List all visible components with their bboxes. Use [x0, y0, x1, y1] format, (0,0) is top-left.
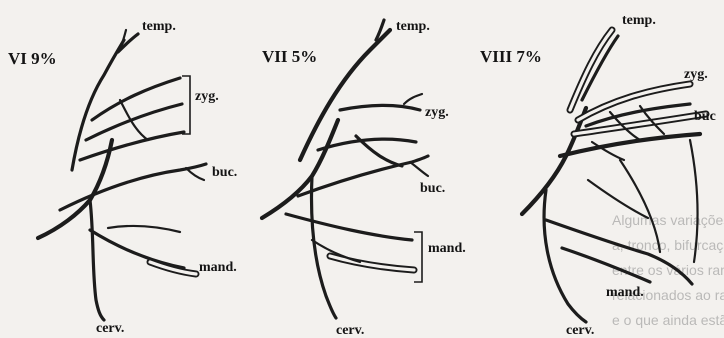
viii-zygomatic-hollow-outer: [578, 84, 690, 120]
bleed-line-1: Algumas variações anatômicas: [612, 212, 724, 228]
viii-cervical-branch: [544, 190, 586, 322]
vi-mandibular-branch: [90, 230, 184, 268]
viii-label-buccal: buc: [694, 109, 716, 124]
vii-mandibular-1: [286, 214, 412, 240]
bleed-line-5: e o que ainda estão a parte: [612, 312, 724, 328]
vi-zygomatic-1: [92, 78, 180, 120]
viii-label-cervical: cerv.: [566, 323, 594, 338]
vi-label-mandibular: mand.: [199, 260, 237, 275]
panel-vii-title: VII 5%: [262, 47, 317, 66]
viii-main-trunk: [522, 108, 586, 214]
panel-vi-title: VI 9%: [8, 49, 57, 68]
panel-vii: VII 5% temp. zyg. buc. mand. cerv.: [262, 19, 466, 338]
viii-label-zygomatic: zyg.: [684, 67, 708, 82]
vi-label-temporal: temp.: [142, 19, 176, 34]
vii-buccal-fork: [410, 162, 428, 176]
vii-label-buccal: buc.: [420, 181, 445, 196]
vii-main-trunk: [262, 120, 338, 218]
vii-mandibular-bracket: [414, 232, 422, 282]
vi-buccal-fork: [186, 168, 204, 180]
vi-label-zygomatic: zyg.: [195, 89, 219, 104]
vi-marginal-ramus: [108, 226, 180, 232]
panel-viii-title: VIII 7%: [480, 47, 542, 66]
bleed-through-text: Algumas variações anatômicas a, tronco, …: [612, 212, 724, 328]
vii-label-zygomatic: zyg.: [425, 105, 449, 120]
vii-label-mandibular: mand.: [428, 241, 466, 256]
vi-cervical-branch: [90, 200, 104, 320]
vii-label-temporal: temp.: [396, 19, 430, 34]
vii-zygomatic-fork: [404, 94, 422, 104]
panel-vi: VI 9% temp. zyg. buc.: [8, 19, 237, 336]
vii-zygomatic-1: [340, 106, 420, 111]
vi-label-cervical: cerv.: [96, 321, 124, 336]
panel-viii-nerve-tree: [522, 30, 706, 322]
vii-label-cervical: cerv.: [336, 323, 364, 338]
bleed-line-2: a, tronco, bifurcação, que embora: [612, 237, 724, 253]
viii-label-mandibular: mand.: [606, 285, 644, 300]
viii-label-temporal: temp.: [622, 13, 656, 28]
vi-label-buccal: buc.: [212, 165, 237, 180]
viii-buccal-lower: [560, 134, 700, 156]
vi-buccal-branch: [60, 164, 206, 210]
panel-vi-nerve-tree: [38, 30, 206, 320]
